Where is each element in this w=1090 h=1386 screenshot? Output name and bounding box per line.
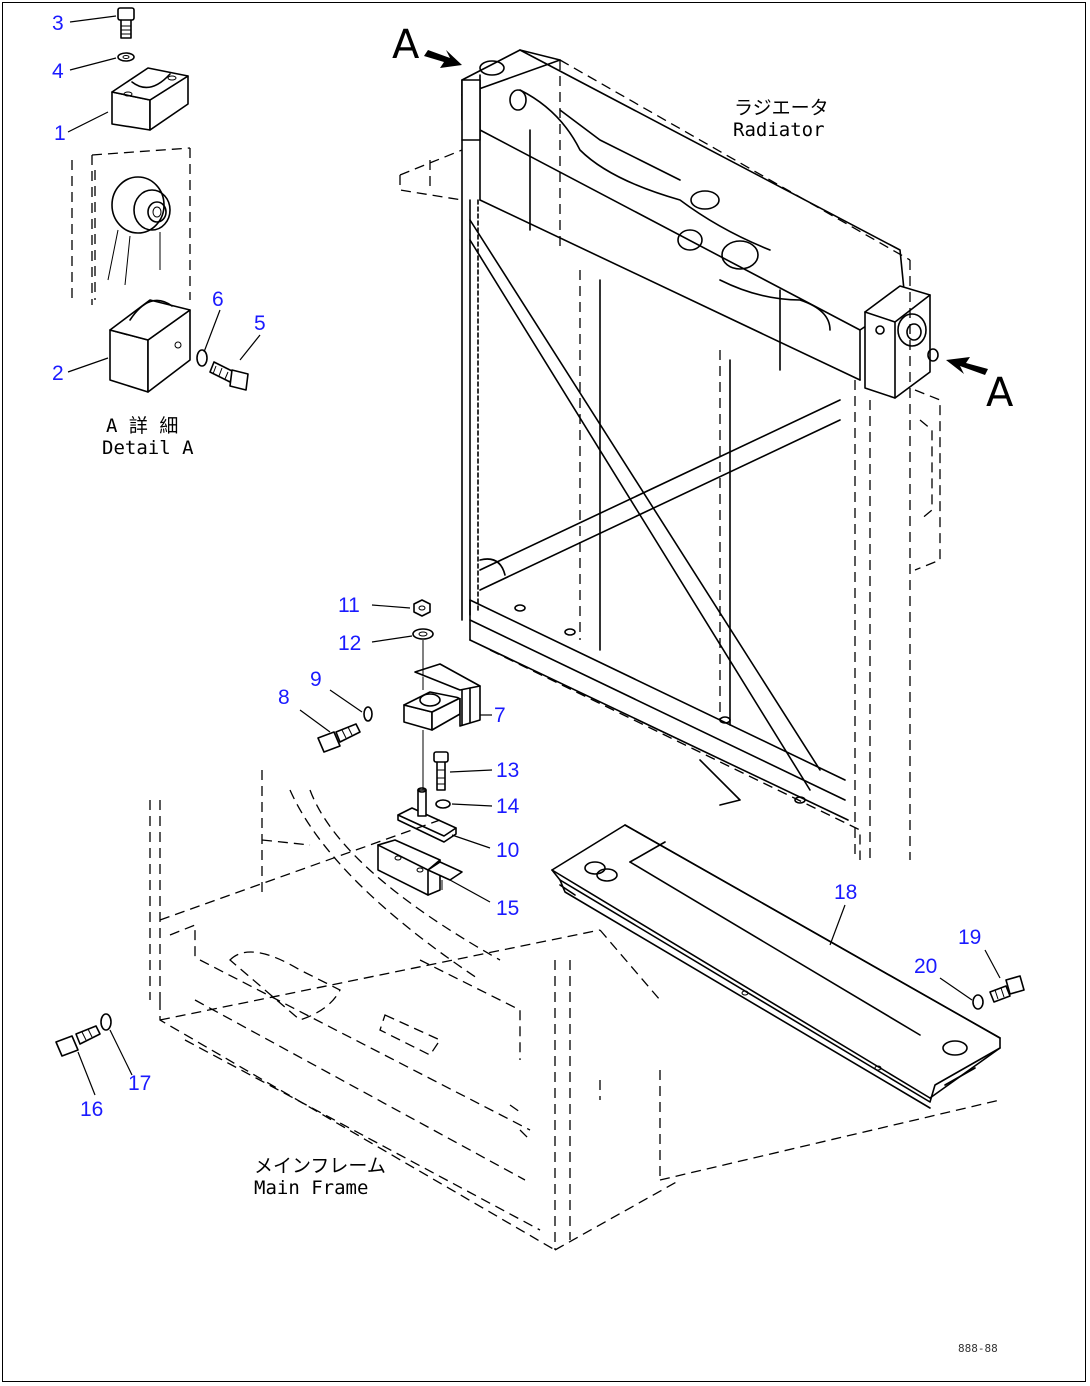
detail-a-group <box>71 7 249 393</box>
callout-5: 5 <box>254 312 266 335</box>
callout-9: 9 <box>310 668 322 691</box>
callout-14: 14 <box>496 795 520 818</box>
text-labels: A A ラジエータ Radiator A 詳 細 Detail A メインフレー… <box>102 22 1014 1355</box>
clamp-base-2 <box>109 299 191 393</box>
plate-10 <box>397 787 457 843</box>
radiator-label-jp: ラジエータ <box>734 97 829 119</box>
drawing-code: 888-88 <box>958 1342 998 1355</box>
detail-plate-dashed <box>71 147 191 305</box>
bolt-19 <box>989 975 1025 1003</box>
view-arrow-top <box>424 50 462 68</box>
callout-6: 6 <box>212 288 224 311</box>
view-arrow-right <box>946 357 988 375</box>
main-frame-label-jp: メインフレーム <box>254 1155 386 1177</box>
washer-17 <box>100 1013 112 1031</box>
callout-16: 16 <box>80 1098 103 1121</box>
radiator-assembly <box>399 49 941 860</box>
detail-label-en: Detail A <box>102 437 194 459</box>
callout-18: 18 <box>834 881 857 904</box>
view-a-label-right: A <box>986 370 1014 416</box>
detail-label-jp: A 詳 細 <box>106 415 178 437</box>
pivot-boss <box>107 176 171 286</box>
callout-7: 7 <box>494 704 506 727</box>
washer-20 <box>972 994 984 1010</box>
nut-11 <box>413 599 431 617</box>
callout-4: 4 <box>52 60 64 83</box>
bracket-15 <box>377 839 463 896</box>
mount-assembly <box>317 599 481 896</box>
callout-3: 3 <box>52 12 64 35</box>
bolt-5 <box>209 361 249 391</box>
bolt-3 <box>117 7 135 39</box>
main-frame-label-en: Main Frame <box>254 1177 368 1199</box>
main-frame-dashed <box>149 770 1001 1251</box>
view-a-label-top: A <box>392 22 420 68</box>
callout-2: 2 <box>52 362 64 385</box>
leader-lines <box>67 15 1001 1096</box>
washer-9 <box>363 706 373 722</box>
washer-12 <box>412 628 434 640</box>
callout-10: 10 <box>496 839 519 862</box>
cover-plate-18 <box>551 824 1001 1109</box>
clamp-cap-1 <box>111 67 189 131</box>
callout-11: 11 <box>338 594 360 617</box>
callout-19: 19 <box>958 926 981 949</box>
washer-6 <box>196 349 208 367</box>
callout-17: 17 <box>128 1072 151 1095</box>
right-mount-boss <box>864 285 939 399</box>
callout-20: 20 <box>914 955 937 978</box>
mount-block-7 <box>403 663 481 731</box>
washer-4 <box>117 52 135 62</box>
callout-12: 12 <box>338 632 361 655</box>
callout-8: 8 <box>278 686 290 709</box>
callout-15: 15 <box>496 897 519 920</box>
callout-13: 13 <box>496 759 519 782</box>
bolt-16 <box>55 1025 101 1057</box>
bolt-13 <box>433 751 449 791</box>
callout-1: 1 <box>54 122 66 145</box>
radiator-label-en: Radiator <box>733 119 825 141</box>
washer-14 <box>435 799 451 809</box>
bolt-8 <box>317 723 361 753</box>
callout-numbers: 3 4 1 6 5 2 11 12 9 8 7 13 14 10 15 18 1… <box>52 12 981 1121</box>
